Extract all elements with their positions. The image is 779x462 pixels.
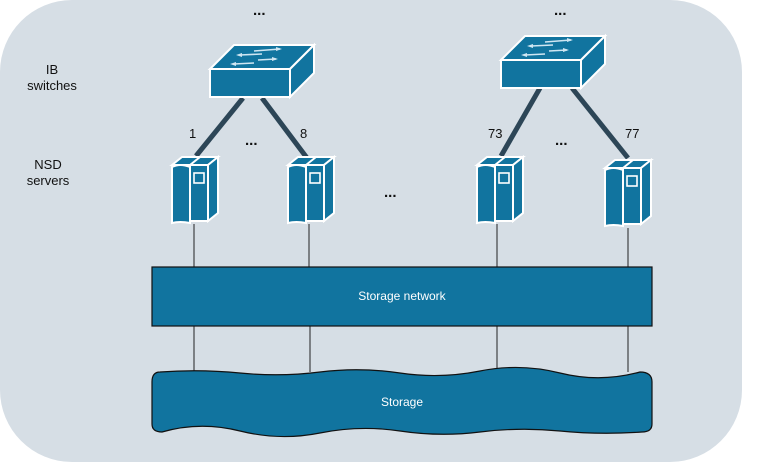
row-label-ib-line1: IB (45, 62, 59, 77)
row-label-nsd-line2: servers (26, 173, 70, 188)
link-label-8: 8 (300, 126, 308, 141)
storage-network-box (151, 266, 653, 327)
ellipsis-servers-right: ... (555, 132, 568, 149)
link-label-1: 1 (189, 126, 197, 141)
ellipsis-servers-left: ... (245, 132, 258, 149)
link-8 (260, 96, 312, 164)
storage-label: Storage (380, 395, 424, 409)
switch-left-icon (209, 44, 315, 98)
row-label-ib-line2: switches (27, 78, 77, 93)
link-1 (194, 96, 245, 158)
link-label-77: 77 (625, 126, 640, 141)
server-8-icon (287, 156, 335, 224)
ellipsis-servers-middle: ... (384, 184, 397, 201)
server-77-icon (604, 159, 652, 227)
row-label-nsd-servers: NSD servers (18, 157, 78, 189)
row-label-ib-switches: IB switches (22, 62, 82, 94)
ellipsis-switches-left: ... (253, 2, 266, 19)
link-label-73: 73 (488, 126, 503, 141)
row-label-nsd-line1: NSD (34, 157, 62, 172)
storage-network-label: Storage network (358, 289, 446, 303)
ellipsis-switches-right: ... (554, 2, 567, 19)
switch-right-icon (500, 35, 606, 89)
server-73-icon (476, 156, 524, 224)
link-77 (570, 86, 630, 160)
link-73 (498, 86, 543, 158)
storage-box (151, 366, 653, 438)
server-1-icon (171, 156, 219, 224)
